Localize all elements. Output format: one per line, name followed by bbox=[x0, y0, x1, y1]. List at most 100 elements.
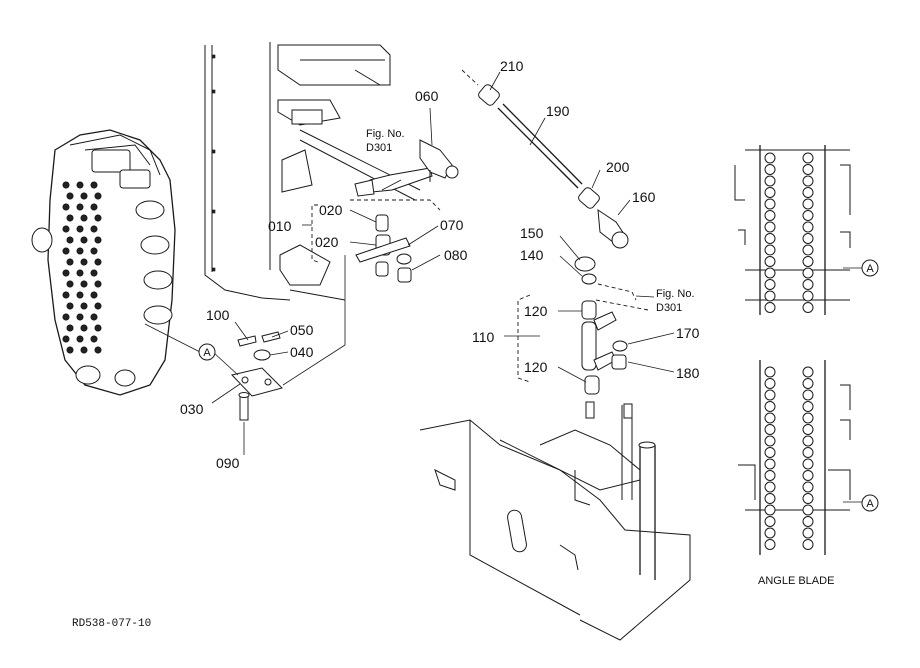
part-label-200: 200 bbox=[606, 159, 630, 175]
schematic-port bbox=[764, 516, 776, 527]
valve-bolt bbox=[94, 258, 102, 266]
schematic-port bbox=[764, 290, 776, 302]
drawing-code: RD538-077-10 bbox=[72, 618, 151, 630]
valve-bolt bbox=[94, 280, 102, 288]
schematic-port bbox=[802, 516, 814, 527]
schematic-port bbox=[802, 401, 814, 412]
valve-bolt bbox=[76, 225, 84, 233]
base-bracket-drawing bbox=[419, 401, 691, 641]
schematic-port bbox=[802, 290, 814, 302]
valve-bolt bbox=[66, 302, 74, 310]
leader-lines bbox=[144, 71, 675, 455]
schematic-port bbox=[802, 256, 814, 267]
part-label-110: 110 bbox=[472, 329, 495, 345]
part-label-070: 070 bbox=[440, 217, 464, 233]
frame-panel-drawing bbox=[204, 42, 421, 301]
valve-bolt bbox=[66, 280, 74, 288]
schematic-port bbox=[764, 210, 776, 221]
rod-assembly bbox=[461, 69, 629, 249]
svg-text:A: A bbox=[866, 263, 874, 275]
valve-bolt bbox=[62, 313, 70, 321]
schematic-port bbox=[802, 435, 814, 447]
valve-bolt bbox=[90, 313, 98, 321]
schematic-port bbox=[802, 279, 814, 290]
part-label-140: 140 bbox=[520, 247, 544, 263]
schematic-port bbox=[802, 389, 814, 401]
valve-bolt bbox=[90, 335, 98, 343]
valve-bolt bbox=[90, 203, 98, 211]
schematic-port bbox=[802, 412, 814, 424]
valve-bolt bbox=[80, 214, 88, 222]
lever-assembly bbox=[517, 256, 649, 395]
part-label-170: 170 bbox=[676, 325, 700, 341]
schematic-port bbox=[764, 401, 776, 412]
part-label-190: 190 bbox=[546, 103, 570, 119]
schematic-port bbox=[764, 279, 776, 290]
angle-blade-caption: ANGLE BLADE bbox=[758, 575, 834, 587]
valve-bolt bbox=[76, 203, 84, 211]
fig-ref-lower-line2: D301 bbox=[656, 302, 682, 314]
valve-bolt bbox=[62, 225, 70, 233]
part-label-060: 060 bbox=[415, 88, 439, 104]
schematic-port bbox=[802, 504, 814, 516]
schematic-port bbox=[764, 435, 776, 447]
schematic-port bbox=[802, 527, 814, 539]
schematic-port bbox=[764, 198, 776, 210]
valve-bolt bbox=[62, 335, 70, 343]
schematic-port bbox=[802, 233, 814, 244]
valve-bolt bbox=[76, 291, 84, 299]
schematic-port bbox=[764, 539, 776, 550]
schematic-port bbox=[764, 164, 776, 175]
schematic-port bbox=[764, 244, 776, 256]
schematic-port bbox=[764, 256, 776, 267]
part-label-030: 030 bbox=[180, 401, 204, 417]
schematic-port bbox=[764, 424, 776, 435]
part-label-150: 150 bbox=[520, 225, 544, 241]
schematic-port bbox=[802, 198, 814, 210]
schematic-port bbox=[764, 481, 776, 493]
valve-bolt bbox=[80, 324, 88, 332]
schematic-port bbox=[802, 210, 814, 221]
valve-bolt bbox=[90, 291, 98, 299]
schematic-port bbox=[764, 504, 776, 516]
schematic-port bbox=[802, 378, 814, 389]
schematic-port bbox=[802, 470, 814, 481]
schematic-port bbox=[802, 424, 814, 435]
schematic-port bbox=[802, 493, 814, 504]
part-label-010: 010 bbox=[268, 218, 292, 234]
schematic-port bbox=[764, 302, 776, 313]
valve-bolt bbox=[94, 214, 102, 222]
valve-bolt bbox=[80, 192, 88, 200]
schematic-port bbox=[764, 458, 776, 470]
valve-bolt bbox=[94, 346, 102, 354]
part-label-080: 080 bbox=[444, 247, 468, 263]
plate-pin-parts bbox=[231, 255, 346, 421]
valve-bolt bbox=[94, 236, 102, 244]
schematic-port bbox=[764, 221, 776, 233]
schematic-port bbox=[802, 187, 814, 198]
schematic-port bbox=[764, 267, 776, 279]
valve-bolt bbox=[62, 291, 70, 299]
valve-bolt bbox=[66, 192, 74, 200]
valve-bolt-pattern bbox=[62, 181, 102, 354]
part-label-020-lower: 020 bbox=[315, 234, 339, 250]
schematic-port bbox=[764, 233, 776, 244]
schematic-port bbox=[802, 447, 814, 458]
valve-bolt bbox=[94, 302, 102, 310]
schematic-port bbox=[764, 378, 776, 389]
part-label-050: 050 bbox=[290, 322, 314, 338]
part-label-090: 090 bbox=[216, 455, 240, 471]
control-valve-drawing bbox=[31, 129, 176, 396]
schematic-port bbox=[802, 267, 814, 279]
schematic-port bbox=[802, 175, 814, 187]
schematic-port bbox=[764, 366, 776, 378]
schematic-port bbox=[802, 221, 814, 233]
schematic-port bbox=[802, 244, 814, 256]
valve-bolt bbox=[80, 258, 88, 266]
part-label-160: 160 bbox=[632, 189, 656, 205]
reference-marker-a-1: A bbox=[198, 343, 216, 361]
valve-bolt bbox=[90, 181, 98, 189]
valve-bolt bbox=[80, 346, 88, 354]
valve-bolt bbox=[66, 258, 74, 266]
